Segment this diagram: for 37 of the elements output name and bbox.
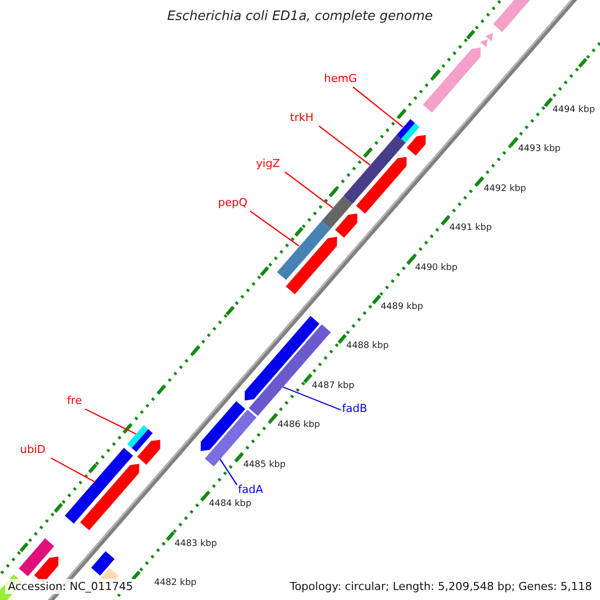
leader-line — [352, 86, 404, 128]
tick-label: 4488 kbp — [346, 342, 389, 352]
gene-block — [343, 134, 406, 204]
tick-label: 4484 kbp — [208, 500, 252, 510]
tick-label: 4489 kbp — [380, 302, 424, 312]
tick-label: 4493 kbp — [518, 145, 560, 154]
tick-label: 4492 kbp — [484, 184, 526, 194]
leader-line — [220, 458, 238, 486]
gene-label: fadB — [342, 403, 368, 414]
gene-label: fadA — [238, 484, 264, 495]
gene-label: hemG — [324, 73, 357, 84]
gene-block — [64, 448, 133, 524]
leader-line — [50, 457, 96, 483]
tick-label: 4485 kbp — [243, 460, 286, 470]
tick-label: 4494 kbp — [552, 106, 595, 115]
tick-label: 4483 kbp — [174, 540, 217, 548]
footer-text: Accession: NC_011745 — [5, 579, 136, 594]
gene-label: pepQ — [218, 197, 248, 208]
tick-label: 4482 kbp — [154, 579, 196, 588]
leader-line — [84, 408, 136, 435]
gene-block — [277, 220, 331, 280]
gene-block — [127, 425, 148, 448]
gene-label: yigZ — [256, 158, 280, 169]
gene-block — [396, 119, 415, 139]
leader-line — [250, 210, 300, 246]
tick-label: 4486 kbp — [278, 421, 320, 430]
leader-line — [284, 172, 334, 208]
tick-label: 4490 kbp — [415, 264, 458, 272]
gene-block — [322, 196, 352, 229]
title: Escherichia coli ED1a, complete genome — [167, 9, 433, 24]
gene-label: ubiD — [20, 444, 46, 455]
tick-label: 4491 kbp — [449, 224, 492, 233]
leader-line — [282, 386, 342, 411]
leader-line — [318, 126, 370, 166]
gene-label: trkH — [290, 112, 314, 123]
tick-label: 4487 kbp — [312, 382, 354, 391]
gene-label: fre — [67, 395, 82, 406]
